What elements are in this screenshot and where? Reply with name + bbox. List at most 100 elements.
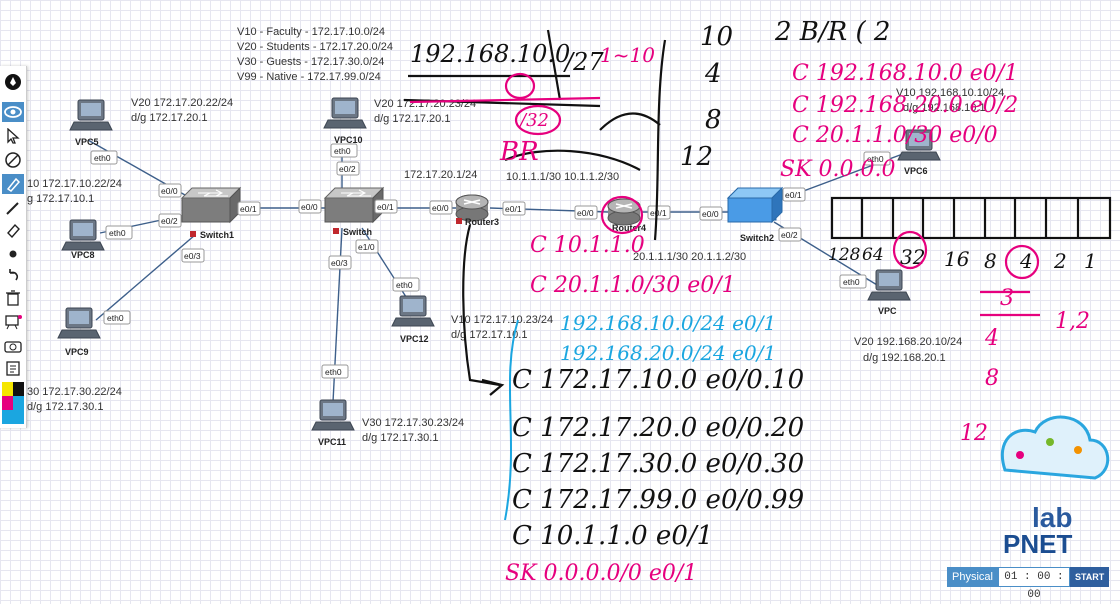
- color-swatch-yellow[interactable]: [2, 382, 13, 396]
- color-palette[interactable]: [2, 382, 24, 426]
- port-label: eth0: [109, 228, 126, 238]
- link-vpc9-switch1[interactable]: [95, 234, 196, 321]
- link-r4sw-ip: 20.1.1.1/30 20.1.1.2/30: [633, 251, 746, 263]
- switch-label: Switch: [343, 227, 372, 237]
- physical-mode-button[interactable]: Physical: [947, 567, 998, 587]
- vpc12-node[interactable]: VPC12: [391, 295, 435, 344]
- vpc5-node[interactable]: VPC5: [69, 99, 113, 147]
- switch2-label: Switch2: [740, 233, 774, 243]
- hw-top-net: 192.168.10.0: [410, 40, 570, 68]
- vpc11-label: VPC11: [318, 437, 346, 447]
- port-label: e0/1: [785, 190, 802, 200]
- delete-button[interactable]: [2, 288, 24, 308]
- port-label: e0/0: [301, 202, 318, 212]
- hw-bit-2: 2: [1053, 249, 1067, 273]
- port-label: e0/2: [161, 216, 178, 226]
- logo-sub: lab: [1032, 502, 1072, 533]
- trash-icon: [6, 290, 20, 306]
- vpc10-gw: d/g 172.17.20.1: [374, 113, 450, 125]
- vpc-node[interactable]: VPC: [867, 269, 911, 316]
- undo-icon: [9, 269, 18, 281]
- port-label: e0/1: [505, 204, 522, 214]
- hw-route-3: C 172.17.30.0 e0/0.30: [512, 449, 804, 479]
- board-button[interactable]: [2, 312, 24, 332]
- no-pen-tool-button[interactable]: [2, 150, 24, 170]
- vpc6-gw: d/g 192.168.10.1: [903, 102, 986, 114]
- hw-bit-8: 8: [984, 249, 997, 273]
- line-tool-button[interactable]: [2, 198, 24, 218]
- dot-icon: [9, 250, 17, 258]
- hw-pink-route-2: C 192.168.20.0 e0/2: [792, 93, 1018, 118]
- vpc9-node[interactable]: VPC9: [57, 307, 101, 357]
- port-label: eth0: [94, 153, 111, 163]
- drawing-toolbar: [0, 66, 27, 428]
- hw-right-3: 8: [985, 366, 999, 391]
- vpc10-node[interactable]: VPC10: [323, 97, 367, 145]
- logo-dot-icon: [1016, 451, 1024, 459]
- switch2-node[interactable]: Switch2: [726, 186, 784, 243]
- port-label: eth0: [843, 277, 860, 287]
- port-label: e0/1: [377, 202, 394, 212]
- hw-bit-128: 128: [828, 245, 861, 265]
- port-label: e1/0: [358, 242, 375, 252]
- timer-start-button[interactable]: START: [1069, 567, 1110, 587]
- view-tool-button[interactable]: [2, 102, 24, 122]
- vpc11-node[interactable]: VPC11: [311, 399, 355, 447]
- vpc9-ip: 30 172.17.30.22/24: [27, 386, 122, 398]
- port-label: eth0: [867, 154, 884, 164]
- vpc12-ip: V10 172.17.10.23/24: [451, 314, 553, 326]
- pen-tool-button[interactable]: [2, 72, 24, 92]
- vpc8-node[interactable]: VPC8: [61, 219, 105, 260]
- hw-n32: /32: [518, 110, 549, 131]
- status-stopped-icon: [456, 218, 462, 224]
- color-swatch-pink[interactable]: [2, 396, 13, 410]
- color-swatch-blue[interactable]: [13, 396, 24, 410]
- current-color-swatch[interactable]: [2, 410, 24, 424]
- vpc5-gw: d/g 172.17.20.1: [131, 112, 207, 124]
- port-label: eth0: [396, 280, 413, 290]
- vpc8-label: VPC8: [71, 250, 95, 260]
- camera-icon: [4, 341, 22, 353]
- color-swatch-black[interactable]: [13, 382, 24, 396]
- hw-pink-route-4: SK 0.0.0.0: [780, 157, 895, 182]
- logo-text: PNET: [1003, 529, 1072, 559]
- status-stopped-icon: [190, 231, 196, 237]
- hw-pink-bottom-1: C 10.1.1.0: [530, 233, 645, 258]
- hw-bit-4: 4: [1019, 249, 1033, 273]
- switch-node[interactable]: Switch: [324, 187, 384, 237]
- brush-size-button[interactable]: [2, 244, 24, 264]
- port-label: e0/2: [781, 230, 798, 240]
- port-label: e0/0: [702, 209, 719, 219]
- highlighter-tool-button[interactable]: [2, 174, 24, 194]
- hw-pink-bottom-2: C 20.1.1.0/30 e0/1: [530, 273, 736, 298]
- vpc10-label: VPC10: [334, 135, 363, 145]
- router4-node[interactable]: Router4: [607, 198, 646, 233]
- hw-col-3: 8: [705, 105, 722, 135]
- hw-onetwo: 1,2: [1055, 309, 1090, 334]
- hw-sk-bottom: SK 0.0.0.0/0 e0/1: [505, 561, 697, 586]
- topology-canvas[interactable]: V10 - Faculty - 172.17.10.0/24 V20 - Stu…: [0, 0, 1120, 590]
- switch1-node[interactable]: Switch1: [181, 187, 241, 240]
- vpc8-ip: 10 172.17.10.22/24: [27, 178, 122, 190]
- hw-slash27: /27: [563, 48, 604, 76]
- hw-route-2: C 172.17.20.0 e0/0.20: [512, 413, 804, 443]
- hw-bit-32: 32: [900, 245, 925, 269]
- router3-node[interactable]: Router3: [455, 194, 499, 227]
- port-label: eth0: [325, 367, 342, 377]
- port-label: e0/0: [432, 203, 449, 213]
- port-label: e0/3: [331, 258, 348, 268]
- vlan-note-2: V20 - Students - 172.17.20.0/24: [237, 41, 393, 53]
- notes-button[interactable]: [2, 358, 24, 378]
- hw-topright: 2 B/R ( 2: [774, 17, 890, 47]
- port-label: e0/0: [161, 186, 178, 196]
- vpc6-node[interactable]: VPC6: [897, 129, 941, 176]
- screenshot-button[interactable]: [2, 336, 24, 356]
- vpc6-ip: V10 192.168.10.10/24: [896, 87, 1004, 99]
- vpc9-gw: d/g 172.17.30.1: [27, 401, 103, 413]
- eraser-tool-button[interactable]: [2, 220, 24, 240]
- eye-icon: [4, 106, 22, 118]
- select-tool-button[interactable]: [2, 126, 24, 146]
- undo-button[interactable]: [2, 266, 24, 286]
- hw-1to10: 1~10: [600, 43, 655, 67]
- hw-pink-route-3: C 20.1.1.0/30 e0/0: [792, 123, 998, 148]
